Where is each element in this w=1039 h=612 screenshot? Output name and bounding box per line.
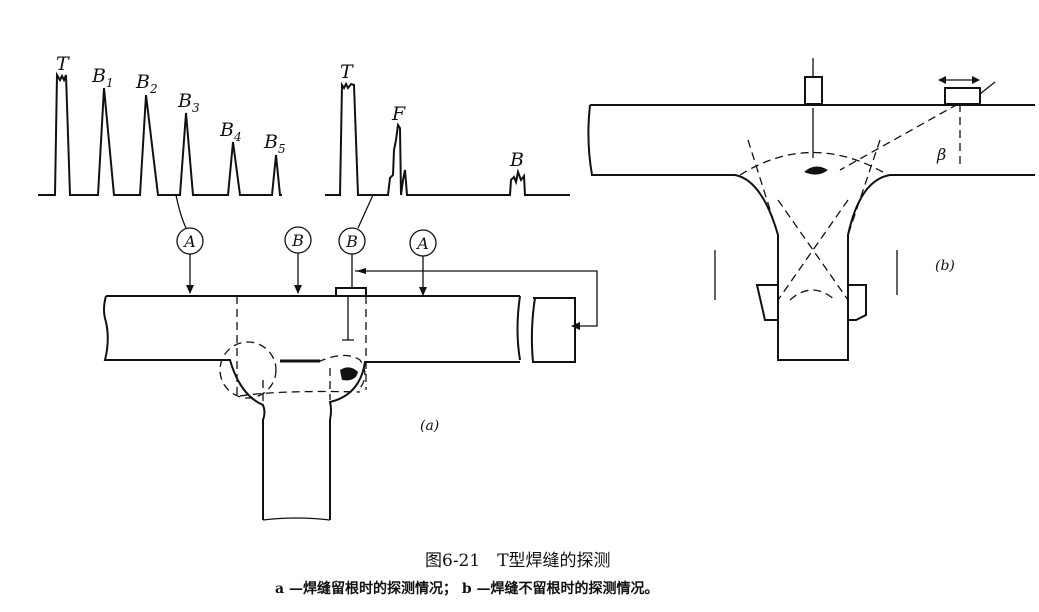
peak-label-t2: T xyxy=(340,61,354,83)
svg-text:B: B xyxy=(345,232,358,251)
t-joint-a: (a) xyxy=(103,287,576,521)
probe-position-b-left: B xyxy=(284,226,312,294)
peak-label-b5: B5 xyxy=(263,131,286,156)
waveform-b: T F B xyxy=(325,61,570,196)
probe-position-a-right: A xyxy=(409,229,437,296)
panel-a-label: (a) xyxy=(420,418,439,434)
t-joint-b: β (b) xyxy=(587,58,1035,361)
probe-position-b-right: B xyxy=(338,227,366,287)
peak-label-b2: B2 xyxy=(135,71,158,96)
peak-label-f: F xyxy=(391,103,406,125)
peak-label-b3: B3 xyxy=(177,90,200,115)
panel-b-label: (b) xyxy=(935,258,955,274)
waveform-a: T B1 B2 B3 B4 B5 xyxy=(38,53,286,196)
svg-text:A: A xyxy=(182,232,196,251)
defect-icon-b xyxy=(804,166,828,175)
peak-label-b: B xyxy=(509,149,524,171)
angle-beta: β xyxy=(936,145,946,164)
svg-text:A: A xyxy=(415,234,429,253)
probe-position-a-left: A xyxy=(176,227,204,294)
figure-caption-legend: a —焊缝留根时的探测情况； b —焊缝不留根时的探测情况。 xyxy=(275,581,659,597)
defect-icon xyxy=(340,367,358,381)
figure-caption-title: 图6-21 T型焊缝的探测 xyxy=(425,551,611,571)
peak-label-t: T xyxy=(56,53,70,75)
svg-text:B: B xyxy=(291,231,304,250)
peak-label-b1: B1 xyxy=(91,65,114,90)
peak-label-b4: B4 xyxy=(219,119,242,144)
